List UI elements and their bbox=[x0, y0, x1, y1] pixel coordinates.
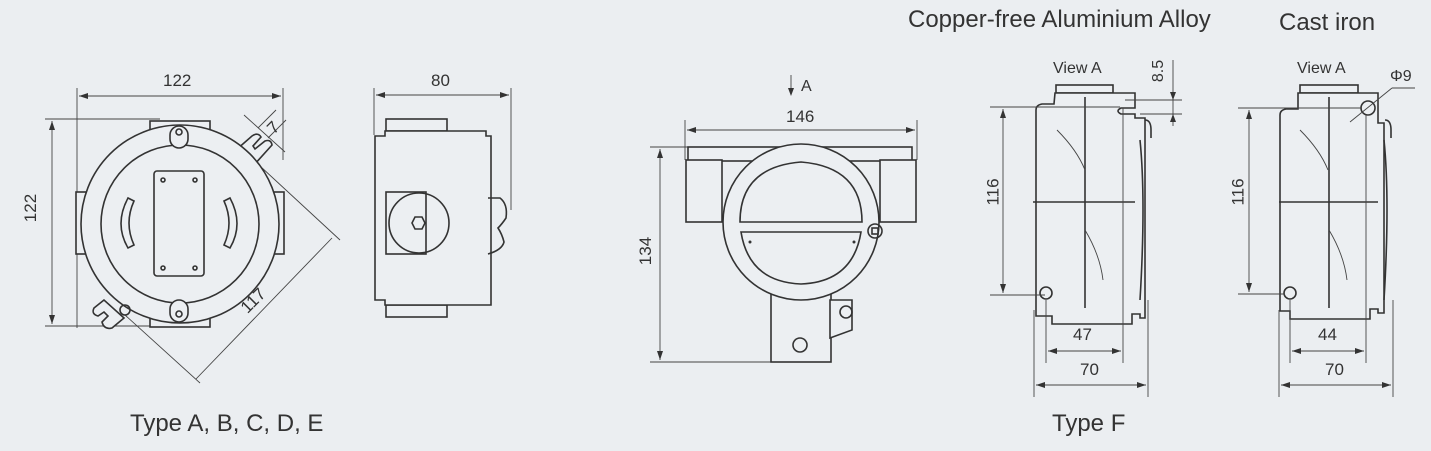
dim-iron-inner-depth: 44 bbox=[1318, 325, 1337, 344]
f-aluminium-side-view bbox=[990, 60, 1182, 397]
dim-abcde-side-depth: 80 bbox=[431, 71, 450, 90]
dim-f-width: 146 bbox=[786, 107, 815, 126]
view-a-cast-iron: View A bbox=[1297, 60, 1346, 77]
dim-alu-depth: 70 bbox=[1080, 360, 1099, 379]
header-cast-iron: Cast iron bbox=[1279, 9, 1376, 36]
view-a-aluminium: View A bbox=[1053, 60, 1102, 77]
abcde-side-view bbox=[373, 88, 512, 318]
dim-alu-inner-depth: 47 bbox=[1073, 325, 1092, 344]
caption-type-f: Type F bbox=[1052, 410, 1126, 437]
dim-f-height: 134 bbox=[636, 236, 656, 266]
f-cast-iron-side-view bbox=[1238, 84, 1415, 397]
dim-abcde-height: 122 bbox=[21, 193, 41, 223]
dim-alu-height: 116 bbox=[983, 178, 1003, 206]
dim-iron-height: 116 bbox=[1228, 178, 1248, 206]
f-front-view bbox=[650, 75, 918, 363]
dim-iron-hole: Φ9 bbox=[1390, 68, 1412, 85]
header-aluminium: Copper-free Aluminium Alloy bbox=[908, 6, 1211, 33]
caption-type-abcde: Type A, B, C, D, E bbox=[130, 410, 324, 437]
dim-alu-slot: 8.5 bbox=[1150, 59, 1168, 83]
arrow-a-label: A bbox=[801, 78, 812, 95]
abcde-front-view bbox=[45, 88, 341, 384]
dim-abcde-width: 122 bbox=[163, 71, 192, 90]
dim-iron-depth: 70 bbox=[1325, 360, 1344, 379]
